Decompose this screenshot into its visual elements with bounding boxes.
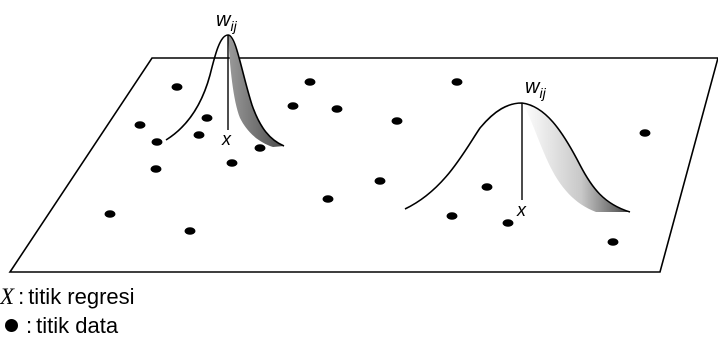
data-point (287, 102, 299, 110)
kernel-peak-left: wij x (165, 9, 285, 149)
data-point (374, 177, 386, 185)
legend-separator: : (26, 313, 33, 338)
data-point (607, 238, 619, 246)
data-point (446, 212, 458, 220)
weight-label-left: wij (216, 9, 238, 34)
data-point-symbol (5, 319, 18, 332)
legend-regression-point: X:titik regresi (0, 284, 135, 310)
data-point (226, 159, 238, 167)
data-point (184, 227, 196, 235)
kernel-peak-right: wij x (404, 76, 631, 220)
data-point (171, 83, 183, 91)
regression-point-symbol: X (0, 284, 15, 309)
data-point (481, 183, 493, 191)
legend-text-regression-point: titik regresi (28, 284, 135, 309)
legend-data-point: :titik data (0, 313, 118, 339)
data-point (451, 78, 463, 86)
data-point (201, 114, 213, 122)
legend-separator: : (18, 284, 25, 309)
data-point (322, 195, 334, 203)
data-point (391, 117, 403, 125)
data-points (104, 78, 651, 246)
data-point (193, 131, 205, 139)
regression-point-label-right: x (516, 200, 527, 220)
data-point (104, 210, 116, 218)
data-point (151, 138, 163, 146)
legend-text-data-point: titik data (36, 313, 119, 338)
regression-point-label-left: x (221, 129, 232, 149)
data-point (304, 78, 316, 86)
data-point (150, 165, 162, 173)
data-point (331, 105, 343, 113)
data-point (639, 129, 651, 137)
kernel-shading-left (228, 35, 284, 147)
data-point (254, 144, 266, 152)
weight-label-right: wij (525, 76, 547, 101)
data-point (502, 219, 514, 227)
data-point (134, 121, 146, 129)
